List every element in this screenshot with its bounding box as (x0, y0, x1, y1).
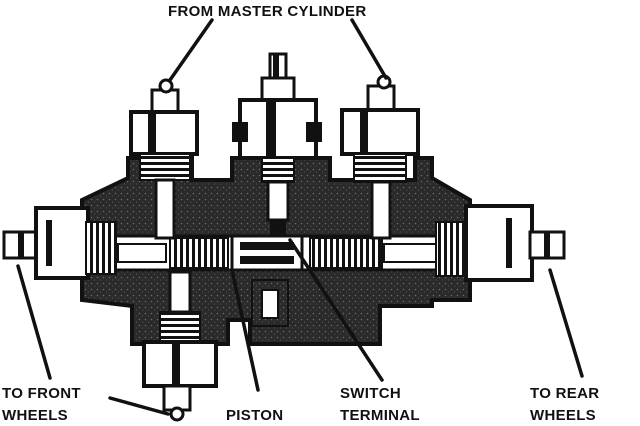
label-to-rear-wheels-line2: WHEELS (530, 407, 596, 424)
label-to-front-wheels-line1: TO FRONT (2, 385, 81, 402)
piston-assembly (169, 234, 383, 272)
front-wheels-fitting (2, 206, 117, 280)
label-piston: PISTON (226, 407, 283, 424)
label-switch-terminal-line1: SWITCH (340, 385, 401, 402)
leader-front-wheels (16, 264, 52, 380)
label-from-master-cylinder: FROM MASTER CYLINDER (168, 3, 367, 20)
switch-terminal (232, 52, 322, 236)
leader-master-right (350, 18, 388, 80)
bottom-fitting (142, 270, 218, 422)
rear-wheels-fitting (435, 204, 566, 282)
leader-front-wheels-bottom (108, 396, 170, 416)
leader-switch-terminal (288, 238, 384, 382)
label-to-rear-wheels-line1: TO REAR (530, 385, 599, 402)
left-inlet-fitting (129, 78, 199, 240)
leader-lines (16, 18, 584, 416)
leader-piston (230, 268, 260, 392)
right-inlet-fitting (340, 74, 420, 240)
leader-rear-wheels (548, 268, 584, 378)
label-switch-terminal-line2: TERMINAL (340, 407, 420, 424)
leader-master-left (168, 18, 214, 82)
label-to-front-wheels-line2: WHEELS (2, 407, 68, 424)
